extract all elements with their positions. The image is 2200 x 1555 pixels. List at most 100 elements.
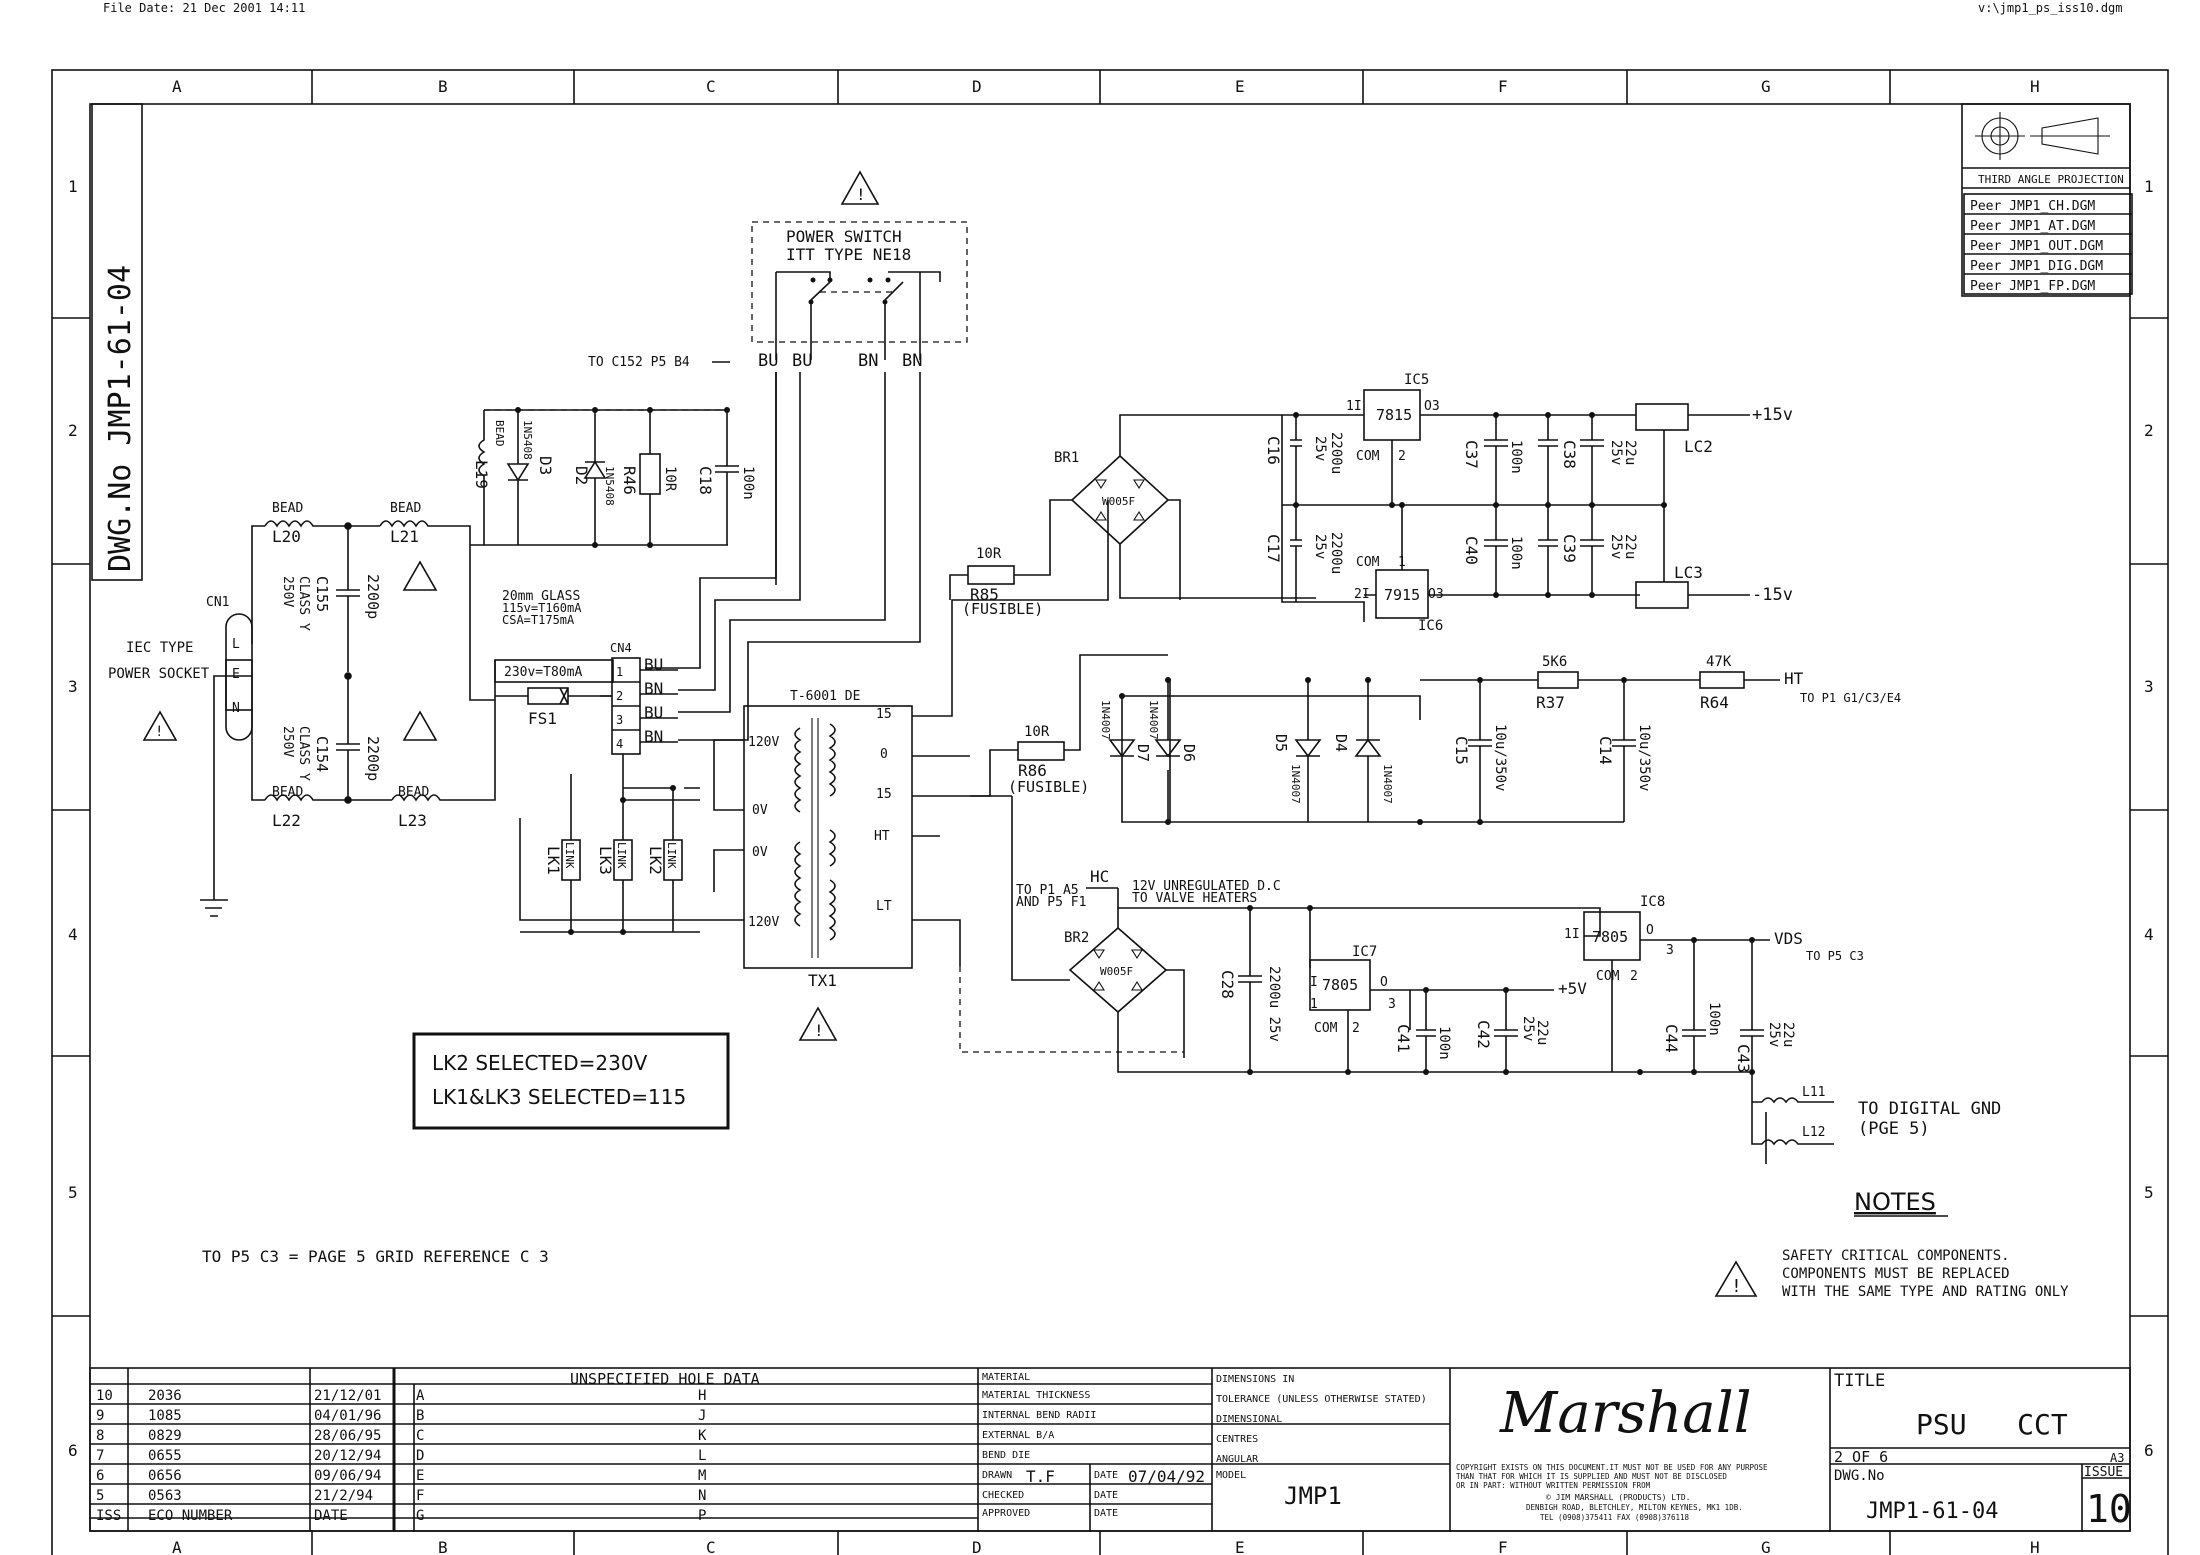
- net-reference: AND P5 F1: [1016, 895, 1086, 910]
- cn1-label: CN1: [206, 595, 229, 610]
- row-label: 5: [2144, 1183, 2154, 1202]
- warning-triangle-icon: [798, 1006, 838, 1041]
- cap-value: 10u/350v: [1492, 724, 1508, 791]
- row-label: 6: [2144, 1441, 2154, 1460]
- pin-label: 2: [1352, 1021, 1360, 1036]
- warning-triangle-icon: [142, 710, 178, 741]
- diode-part: 1N4007: [1099, 700, 1112, 740]
- title-block-fields: MATERIAL MATERIAL THICKNESS INTERNAL BEN…: [978, 1368, 2132, 1531]
- inductor-label: L22: [272, 811, 301, 830]
- cap-value: 2200u 25v: [1266, 966, 1282, 1042]
- cap-label: C17: [1264, 534, 1283, 563]
- col-label: A: [172, 77, 182, 96]
- rail-label: HT: [1784, 669, 1804, 688]
- cap-label: C155: [313, 576, 331, 612]
- revision-cell: 28/06/95: [314, 1428, 381, 1444]
- bridge-br1: W005F BR1: [1000, 414, 1316, 601]
- cap-value: 2200u: [1328, 432, 1344, 474]
- peer-item: Peer JMP1_CH.DGM: [1970, 199, 2095, 214]
- bead-label: BEAD: [390, 501, 421, 516]
- pin-label: E: [232, 667, 240, 682]
- peer-item: Peer JMP1_DIG.DGM: [1970, 259, 2103, 274]
- col-label: G: [1761, 1538, 1771, 1555]
- winding-label: LT: [876, 899, 892, 914]
- side-dwg-number: DWG.No JMP1-61-04: [103, 265, 138, 572]
- link-label: LK3: [596, 846, 615, 875]
- link-type: LINK: [563, 842, 576, 869]
- power-switch-label: POWER SWITCH: [786, 227, 902, 246]
- inductor-label: L11: [1802, 1085, 1825, 1100]
- inductor-label: L12: [1802, 1125, 1825, 1140]
- col-label: C: [706, 77, 716, 96]
- winding-label: HT: [874, 829, 890, 844]
- revision-cell: 10: [96, 1388, 113, 1404]
- resistor-label: R46: [620, 466, 639, 495]
- field-label: ANGULAR: [1216, 1454, 1259, 1465]
- net-note: TO VALVE HEATERS: [1132, 891, 1257, 906]
- resistor-value: 47K: [1706, 654, 1732, 670]
- fusible-resistors: 10R R85 (FUSIBLE) 10R R86 (FUSIBLE): [949, 499, 1168, 797]
- revision-cell: 7: [96, 1448, 104, 1464]
- wire-label: BU: [792, 351, 812, 371]
- resistor-label: R37: [1536, 693, 1565, 712]
- bridge-label: BR2: [1064, 930, 1089, 946]
- cap-label: C43: [1734, 1044, 1753, 1073]
- cap-label: C38: [1560, 440, 1579, 469]
- projection-label: THIRD ANGLE PROJECTION: [1978, 173, 2124, 186]
- regulator-part: 7805: [1322, 976, 1358, 994]
- copyright-text: THAN THAT FOR WHICH IT IS SUPPLIED AND M…: [1456, 1472, 1727, 1481]
- wire-label: BU: [758, 351, 778, 371]
- cap-label: C40: [1462, 536, 1481, 565]
- warning-triangle-icon: [1714, 1260, 1758, 1297]
- pin-label: 1I: [1564, 927, 1580, 942]
- cap-value: 22u: [1534, 1020, 1550, 1045]
- regulator-label: IC7: [1352, 944, 1377, 960]
- resistor-note: (FUSIBLE): [962, 600, 1043, 618]
- revision-cell: 0656: [148, 1468, 182, 1484]
- svg-text:!: !: [814, 1021, 824, 1040]
- field-label: DIMENSIONAL: [1216, 1414, 1282, 1425]
- field-label: DATE: [1094, 1508, 1118, 1519]
- cap-rating: 25v: [1312, 436, 1328, 461]
- link-note: LK1&LK3 SELECTED=115: [432, 1085, 686, 1109]
- peer-item: Peer JMP1_OUT.DGM: [1970, 239, 2103, 254]
- revision-cell: 9: [96, 1408, 104, 1424]
- regulator-part: 7805: [1592, 928, 1628, 946]
- field-label: ISSUE: [2084, 1465, 2123, 1480]
- pin-label: I: [1310, 975, 1318, 990]
- mains-filter: [200, 520, 496, 917]
- winding-label: 0V: [752, 845, 768, 860]
- cap-rating: 250V: [280, 576, 295, 607]
- revision-cell: A: [416, 1388, 425, 1404]
- bridge-part: W005F: [1102, 495, 1135, 508]
- resistor-value: 10R: [1024, 724, 1050, 740]
- revision-cell: H: [698, 1388, 706, 1404]
- net-note: 12V UNREGULATED D.C: [1132, 879, 1281, 894]
- revision-cell: 5: [96, 1488, 104, 1504]
- diode-label: D7: [1134, 744, 1152, 762]
- cap-value: 100n: [1436, 1026, 1452, 1060]
- col-label: H: [2030, 1538, 2040, 1555]
- regulator-part: 7815: [1376, 406, 1412, 424]
- diode-label: D4: [1332, 734, 1350, 752]
- rail-label: VDS: [1774, 929, 1803, 948]
- regulator-label: IC5: [1404, 372, 1429, 388]
- col-label: G: [1761, 77, 1771, 96]
- diode-part: 1N5408: [521, 420, 534, 460]
- field-label: DIMENSIONS IN: [1216, 1374, 1294, 1385]
- bridge-part: W005F: [1100, 965, 1133, 978]
- revision-cell: 0655: [148, 1448, 182, 1464]
- cap-value: 22u: [1622, 534, 1638, 559]
- resistor-note: (FUSIBLE): [1008, 778, 1089, 796]
- cap-label: C18: [696, 466, 715, 495]
- cap-value: 100n: [1508, 536, 1524, 570]
- revision-cell: 21/2/94: [314, 1488, 373, 1504]
- cap-label: C42: [1474, 1020, 1493, 1049]
- field-label: CHECKED: [982, 1490, 1024, 1501]
- net-label: HC: [1090, 867, 1109, 886]
- link-type: LINK: [615, 842, 628, 869]
- col-label: E: [1235, 77, 1245, 96]
- field-label: MATERIAL THICKNESS: [982, 1390, 1090, 1401]
- diode-label: D3: [536, 456, 555, 475]
- bridge-label: BR1: [1054, 450, 1079, 466]
